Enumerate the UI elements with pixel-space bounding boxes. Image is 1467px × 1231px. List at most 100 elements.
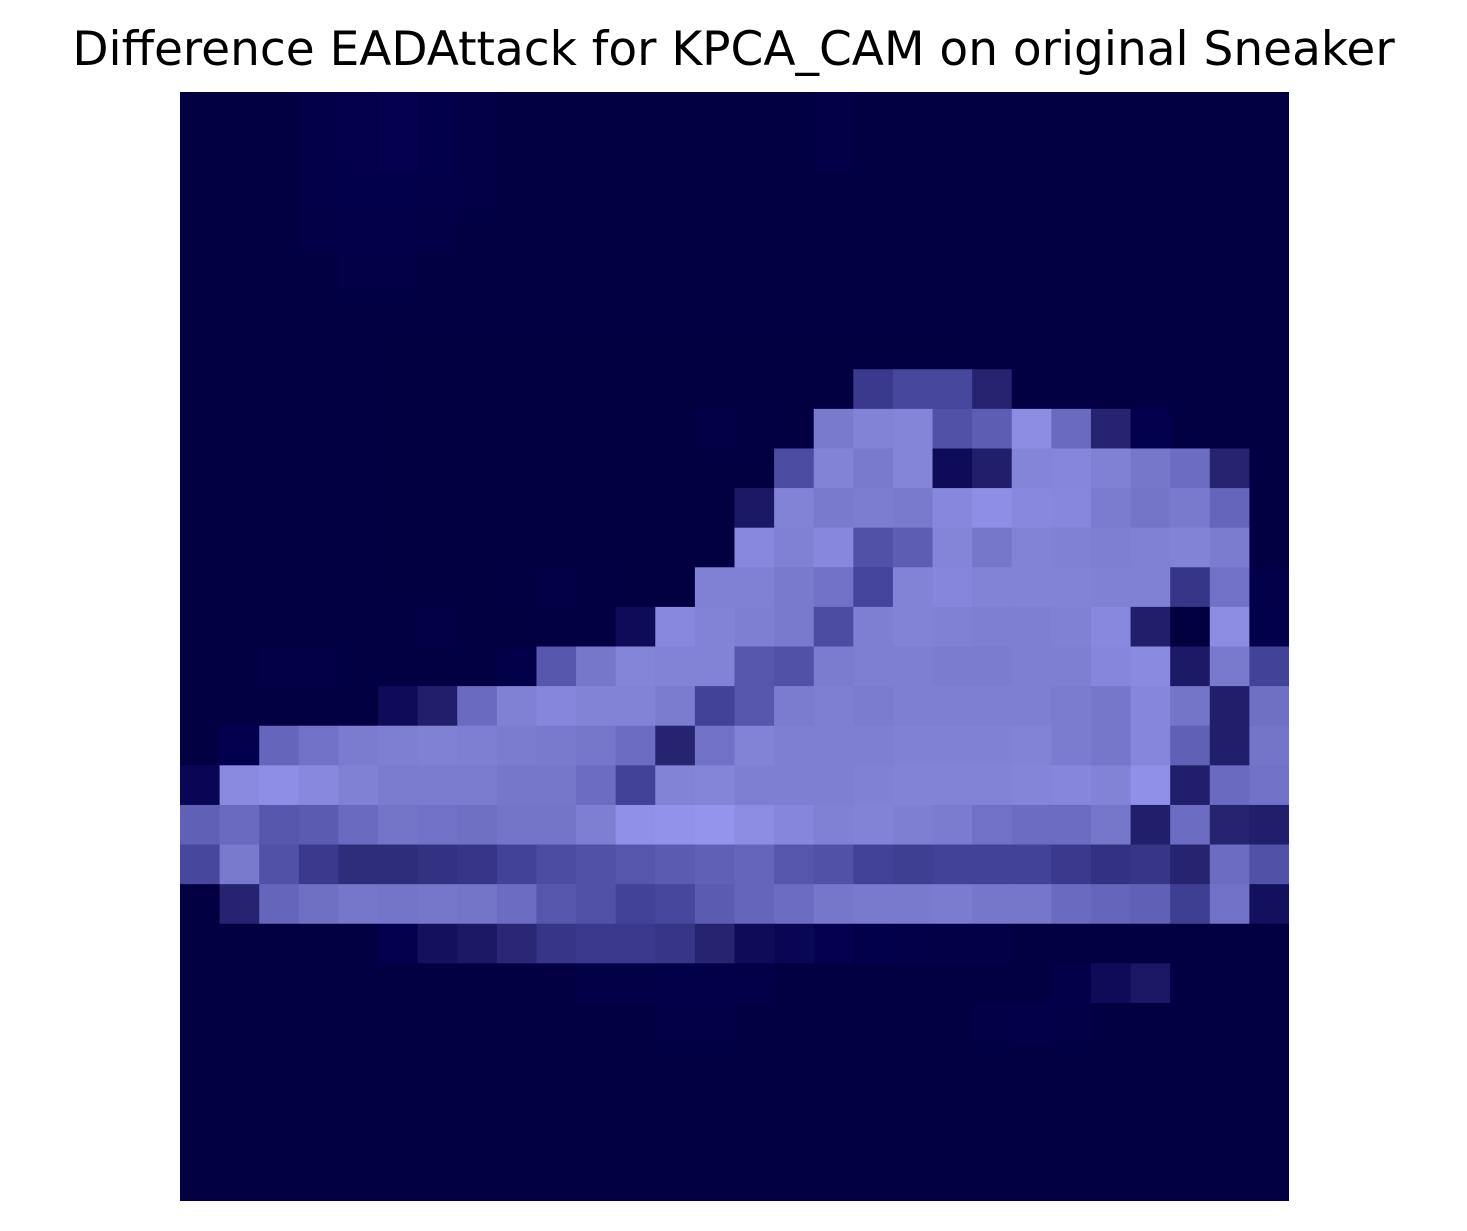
heatmap-cell-r13-c13 — [694, 606, 736, 648]
heatmap-cell-r4-c17 — [853, 250, 894, 291]
heatmap-cell-r0-c19 — [932, 92, 973, 133]
heatmap-cell-r6-c24 — [1130, 329, 1171, 370]
heatmap-cell-r15-c1 — [219, 686, 260, 727]
heatmap-cell-r7-c20 — [972, 369, 1013, 410]
heatmap-cell-r4-c6 — [417, 250, 458, 291]
heatmap-cell-r18-c18 — [892, 804, 934, 846]
heatmap-cell-r0-c18 — [892, 92, 934, 133]
heatmap-cell-r1-c15 — [774, 131, 815, 172]
heatmap-cell-r11-c11 — [615, 527, 656, 568]
heatmap-cell-r12-c1 — [219, 567, 260, 608]
heatmap-cell-r23-c14 — [734, 1002, 775, 1044]
heatmap-cell-r12-c25 — [1170, 567, 1211, 608]
heatmap-cell-r18-c25 — [1170, 804, 1211, 846]
heatmap-cell-r8-c19 — [932, 408, 973, 450]
heatmap-cell-r27-c22 — [1051, 1161, 1092, 1201]
heatmap-cell-r25-c23 — [1090, 1082, 1132, 1123]
heatmap-cell-r8-c0 — [180, 408, 221, 450]
heatmap-cell-r15-c9 — [536, 686, 577, 727]
heatmap-cell-r4-c11 — [615, 250, 656, 291]
heatmap-cell-r13-c23 — [1090, 606, 1132, 648]
heatmap-cell-r5-c20 — [972, 290, 1013, 331]
heatmap-cell-r7-c2 — [259, 369, 300, 410]
heatmap-cell-r5-c22 — [1051, 290, 1092, 331]
heatmap-cell-r8-c27 — [1249, 408, 1289, 450]
heatmap-cell-r15-c25 — [1170, 686, 1211, 727]
heatmap-cell-r13-c8 — [496, 606, 538, 648]
heatmap-cell-r16-c27 — [1249, 725, 1289, 766]
heatmap-cell-r2-c13 — [694, 171, 736, 212]
heatmap-cell-r22-c6 — [417, 963, 458, 1004]
heatmap-cell-r17-c25 — [1170, 765, 1211, 806]
heatmap-cell-r0-c8 — [496, 92, 538, 133]
heatmap-cell-r24-c1 — [219, 1042, 260, 1083]
heatmap-cell-r25-c7 — [457, 1082, 498, 1123]
heatmap-cell-r5-c27 — [1249, 290, 1289, 331]
heatmap-cell-r1-c14 — [734, 131, 775, 172]
heatmap-cell-r11-c27 — [1249, 527, 1289, 568]
heatmap-cell-r16-c15 — [774, 725, 815, 766]
heatmap-cell-r25-c16 — [813, 1082, 854, 1123]
heatmap-cell-r17-c23 — [1090, 765, 1132, 806]
heatmap-cell-r1-c18 — [892, 131, 934, 172]
heatmap-cell-r25-c17 — [853, 1082, 894, 1123]
heatmap-cell-r16-c18 — [892, 725, 934, 766]
heatmap-cell-r0-c27 — [1249, 92, 1289, 133]
heatmap-cell-r0-c2 — [259, 92, 300, 133]
heatmap-cell-r17-c1 — [219, 765, 260, 806]
heatmap-cell-r21-c9 — [536, 923, 577, 964]
heatmap-cell-r3-c13 — [694, 210, 736, 252]
heatmap-cell-r7-c25 — [1170, 369, 1211, 410]
heatmap-cell-r12-c17 — [853, 567, 894, 608]
heatmap-cell-r6-c18 — [892, 329, 934, 370]
heatmap-cell-r1-c22 — [1051, 131, 1092, 172]
heatmap-cell-r18-c1 — [219, 804, 260, 846]
heatmap-cell-r25-c2 — [259, 1082, 300, 1123]
heatmap-cell-r6-c1 — [219, 329, 260, 370]
heatmap-cell-r14-c20 — [972, 646, 1013, 687]
heatmap-cell-r13-c19 — [932, 606, 973, 648]
heatmap-cell-r4-c19 — [932, 250, 973, 291]
heatmap-cell-r8-c6 — [417, 408, 458, 450]
heatmap-cell-r8-c20 — [972, 408, 1013, 450]
heatmap-cell-r19-c8 — [496, 844, 538, 885]
heatmap-cell-r23-c20 — [972, 1002, 1013, 1044]
heatmap-cell-r17-c9 — [536, 765, 577, 806]
heatmap-cell-r15-c27 — [1249, 686, 1289, 727]
heatmap-cell-r9-c7 — [457, 448, 498, 489]
heatmap-cell-r14-c2 — [259, 646, 300, 687]
heatmap-cell-r9-c8 — [496, 448, 538, 489]
heatmap-cell-r8-c12 — [655, 408, 696, 450]
heatmap-cell-r24-c11 — [615, 1042, 656, 1083]
heatmap-cell-r19-c7 — [457, 844, 498, 885]
heatmap-cell-r24-c14 — [734, 1042, 775, 1083]
heatmap-cell-r11-c26 — [1209, 527, 1250, 568]
heatmap-cell-r3-c7 — [457, 210, 498, 252]
heatmap-cell-r2-c19 — [932, 171, 973, 212]
heatmap-cell-r6-c14 — [734, 329, 775, 370]
heatmap-cell-r6-c9 — [536, 329, 577, 370]
heatmap-cell-r8-c9 — [536, 408, 577, 450]
heatmap-cell-r0-c25 — [1170, 92, 1211, 133]
heatmap-cell-r7-c14 — [734, 369, 775, 410]
heatmap-cell-r14-c27 — [1249, 646, 1289, 687]
heatmap-cell-r3-c8 — [496, 210, 538, 252]
heatmap-cell-r7-c24 — [1130, 369, 1171, 410]
heatmap-cell-r13-c26 — [1209, 606, 1250, 648]
heatmap-cell-r24-c19 — [932, 1042, 973, 1083]
heatmap-cell-r24-c20 — [972, 1042, 1013, 1083]
heatmap-cell-r6-c17 — [853, 329, 894, 370]
heatmap-cell-r9-c0 — [180, 448, 221, 489]
heatmap-cell-r11-c2 — [259, 527, 300, 568]
heatmap-cell-r22-c16 — [813, 963, 854, 1004]
heatmap-cell-r13-c12 — [655, 606, 696, 648]
heatmap-cell-r0-c0 — [180, 92, 221, 133]
heatmap-cell-r21-c25 — [1170, 923, 1211, 964]
heatmap-cell-r15-c5 — [378, 686, 419, 727]
heatmap-cell-r1-c4 — [338, 131, 379, 172]
heatmap-cell-r11-c10 — [576, 527, 617, 568]
heatmap-cell-r2-c22 — [1051, 171, 1092, 212]
heatmap-cell-r14-c5 — [378, 646, 419, 687]
heatmap-cell-r5-c26 — [1209, 290, 1250, 331]
heatmap-cell-r14-c26 — [1209, 646, 1250, 687]
